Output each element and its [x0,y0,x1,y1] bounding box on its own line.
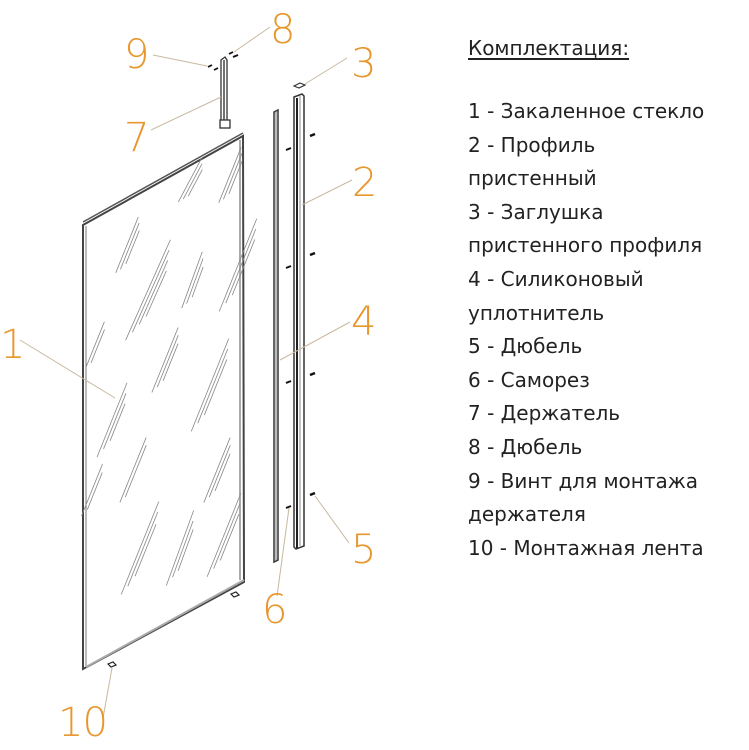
callout-10: 10 [58,700,108,746]
callout-2: 2 [352,160,377,206]
wall-dowels [309,132,316,497]
self-tapping-screws [285,147,292,509]
exploded-assembly-diagram [19,26,353,719]
legend-line: 5 - Дюбель [468,334,583,359]
legend-line: 7 - Держатель [468,401,621,426]
callout-5: 5 [351,527,376,573]
legend-line: пристенного профиля [468,233,703,258]
legend-line: 1 - Закаленное стекло [468,99,705,123]
callout-7: 7 [124,115,149,161]
callout-1: 1 [0,322,25,368]
wall-profile [293,93,305,550]
legend-line: 3 - Заглушка [468,199,604,224]
legend-line: 8 - Дюбель [468,434,583,459]
holder-screws-and-dowels [207,51,239,71]
silicone-seal-strip [273,108,279,564]
legend-line: 10 - Монтажная лента [468,535,704,560]
callout-4: 4 [351,299,376,345]
callout-8: 8 [270,7,295,53]
mounting-tape-pieces [106,591,241,668]
callout-9: 9 [124,32,149,78]
tempered-glass-panel [82,132,246,671]
profile-end-cap [292,82,307,89]
kit-contents-legend: Комплектация: 1 - Закаленное стекло 2 - … [468,36,749,565]
glass-holder-bracket [219,56,231,129]
legend-line: держателя [468,502,586,527]
callout-6: 6 [262,587,287,633]
callout-3: 3 [351,41,376,87]
legend-line: 6 - Саморез [468,367,590,392]
legend-title: Комплектация: [468,36,630,60]
legend-line: 9 - Винт для монтажа [468,468,699,493]
legend-line: пристенный [468,166,597,191]
leader-lines [19,26,353,719]
legend-line: 4 - Силиконовый [468,266,644,291]
legend-line: уплотнитель [468,300,605,325]
glass-reflection-hatching [81,147,258,595]
legend-line: 2 - Профиль [468,132,596,157]
